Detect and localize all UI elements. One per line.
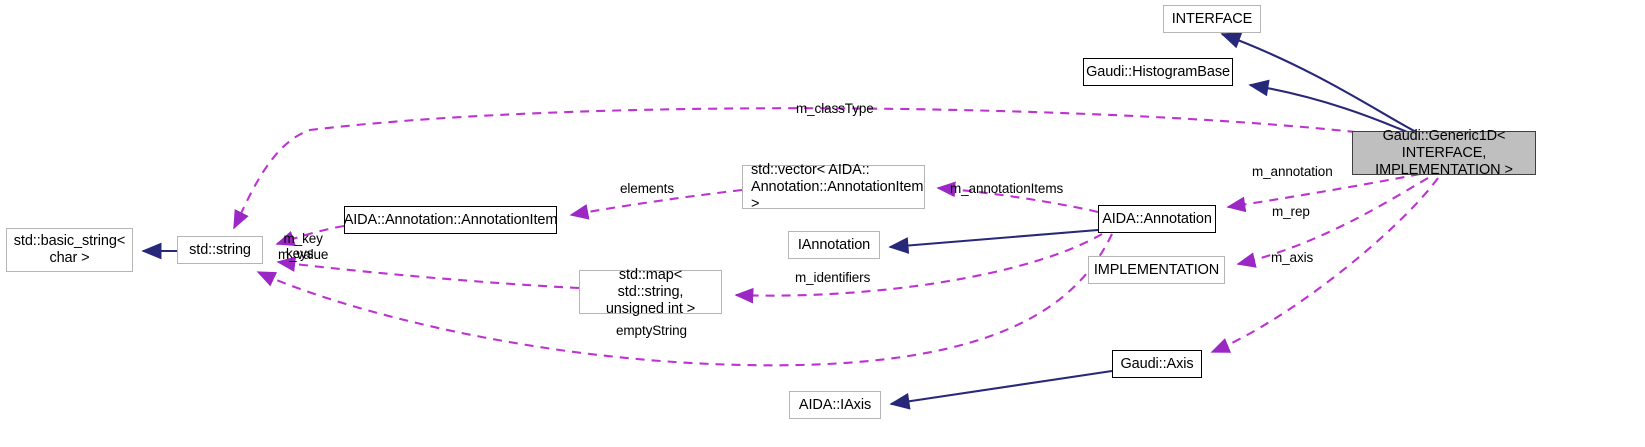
edge-label-m-classtype: m_classType: [796, 101, 874, 116]
node-std-vector-annotationitem[interactable]: std::vector< AIDA:: Annotation::Annotati…: [742, 162, 925, 212]
node-aida-annotation-annotationitem[interactable]: AIDA::Annotation::AnnotationItem: [344, 206, 557, 234]
edge-label-emptystring: emptyString: [616, 323, 687, 338]
edge-label-m-axis: m_axis: [1271, 250, 1314, 265]
edge-generic1d-interface: [1220, 32, 1425, 137]
node-gaudi-generic1d[interactable]: Gaudi::Generic1D< INTERFACE, IMPLEMENTAT…: [1352, 128, 1536, 178]
edge-label-m-identifiers: m_identifiers: [795, 270, 871, 285]
node-std-map-string-uint[interactable]: std::map< std::string, unsigned int >: [579, 267, 722, 317]
node-implementation[interactable]: IMPLEMENTATION: [1088, 256, 1225, 284]
node-gaudi-histogrambase[interactable]: Gaudi::HistogramBase: [1083, 58, 1233, 86]
node-std-basic-string-char[interactable]: std::basic_string< char >: [6, 228, 133, 272]
node-iannotation[interactable]: IAnnotation: [788, 231, 880, 259]
edge-label-m-key-m-value: m_key m_value: [278, 231, 329, 262]
edge-label-m-rep: m_rep: [1272, 204, 1310, 219]
edge-annotation-iannotation: [888, 228, 1099, 254]
node-aida-annotation[interactable]: AIDA::Annotation: [1098, 205, 1216, 233]
edge-generic1d-axis: [1210, 177, 1439, 353]
edge-label-m-annotation: m_annotation: [1252, 164, 1333, 179]
edge-map-string-keys: [276, 256, 580, 290]
inheritance-edges: [141, 32, 1425, 410]
node-interface[interactable]: INTERFACE: [1163, 5, 1261, 33]
node-aida-iaxis[interactable]: AIDA::IAxis: [789, 391, 881, 419]
node-gaudi-axis[interactable]: Gaudi::Axis: [1112, 350, 1202, 378]
edge-label-keys: keys: [286, 246, 314, 261]
edge-label-elements: elements: [620, 181, 674, 196]
edge-label-m-annotationitems: m_annotationItems: [950, 181, 1064, 196]
edge-generic1d-implementation: [1236, 177, 1429, 268]
node-std-string[interactable]: std::string: [177, 236, 263, 264]
edge-axis-iaxis: [889, 369, 1113, 410]
